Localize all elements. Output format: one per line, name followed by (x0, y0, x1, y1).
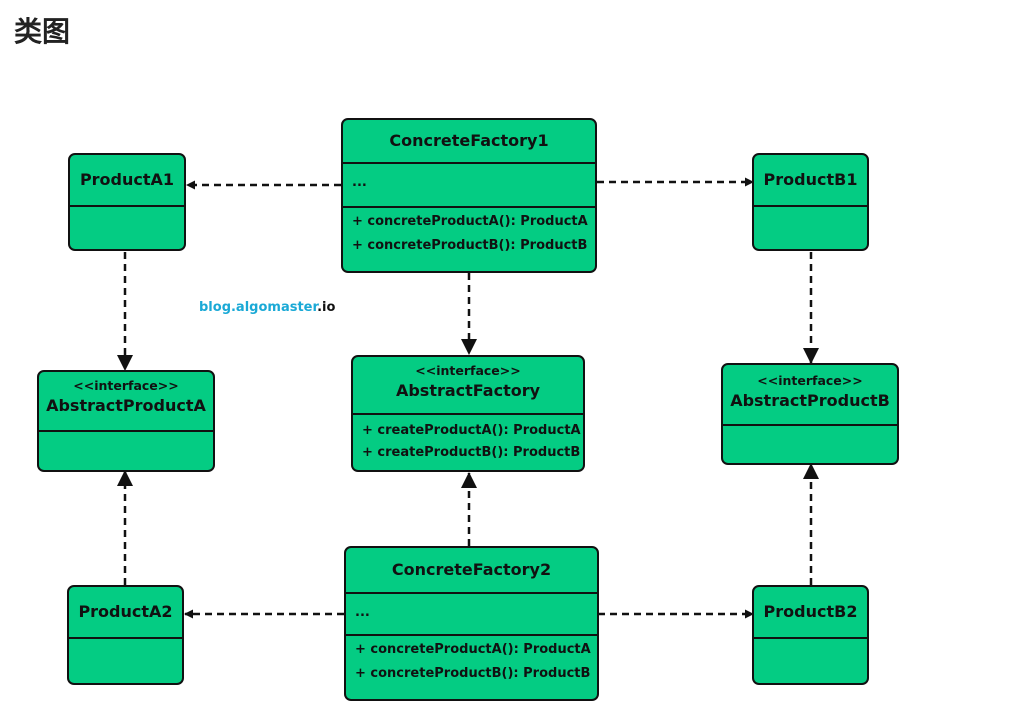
class-header: <<interface>> AbstractFactory (353, 357, 583, 413)
method-row: + createProductA(): ProductA (362, 423, 581, 438)
attributes-section: ... (343, 162, 595, 206)
class-abstract-product-b: <<interface>> AbstractProductB (721, 363, 899, 465)
class-body (754, 205, 867, 249)
class-name: AbstractProductB (730, 391, 890, 410)
class-abstract-factory: <<interface>> AbstractFactory + createPr… (351, 355, 585, 472)
class-product-a2: ProductA2 (67, 585, 184, 685)
class-name: AbstractFactory (395, 381, 541, 400)
method-row: + createProductB(): ProductB (362, 445, 581, 460)
attributes-section: ... (346, 592, 597, 634)
class-name: ConcreteFactory1 (389, 131, 549, 150)
class-body (70, 205, 184, 249)
method-row: + concreteProductB(): ProductB (355, 666, 591, 681)
class-body (723, 424, 897, 463)
stereotype-label: <<interface>> (757, 373, 863, 388)
watermark: blog.algomaster.io (199, 300, 335, 315)
methods-section: + concreteProductA(): ProductA + concret… (343, 206, 595, 258)
watermark-tld: .io (317, 300, 336, 315)
class-name: ProductA1 (79, 170, 175, 189)
methods-section: + concreteProductA(): ProductA + concret… (346, 634, 597, 686)
class-product-b1: ProductB1 (752, 153, 869, 251)
watermark-site: blog.algomaster (199, 300, 318, 315)
class-name: ProductB2 (763, 602, 858, 621)
methods-section: + createProductA(): ProductA + createPro… (353, 413, 583, 464)
page-title: 类图 (14, 15, 71, 48)
class-body (69, 637, 182, 683)
class-name: ProductA2 (78, 602, 173, 621)
class-concrete-factory-1: ConcreteFactory1 ... + concreteProductA(… (341, 118, 597, 273)
class-name: AbstractProductA (46, 396, 206, 415)
stereotype-label: <<interface>> (73, 378, 179, 393)
method-row: + concreteProductA(): ProductA (355, 642, 591, 657)
class-product-a1: ProductA1 (68, 153, 186, 251)
class-product-b2: ProductB2 (752, 585, 869, 685)
class-header: <<interface>> AbstractProductB (723, 365, 897, 424)
stereotype-label: <<interface>> (415, 363, 521, 378)
class-abstract-product-a: <<interface>> AbstractProductA (37, 370, 215, 472)
method-row: + concreteProductA(): ProductA (352, 214, 588, 229)
class-concrete-factory-2: ConcreteFactory2 ... + concreteProductA(… (344, 546, 599, 701)
class-header: <<interface>> AbstractProductA (39, 372, 213, 430)
class-body (39, 430, 213, 470)
class-name: ConcreteFactory2 (391, 560, 552, 579)
method-row: + concreteProductB(): ProductB (352, 238, 588, 253)
class-body (754, 637, 867, 683)
class-name: ProductB1 (763, 170, 858, 189)
